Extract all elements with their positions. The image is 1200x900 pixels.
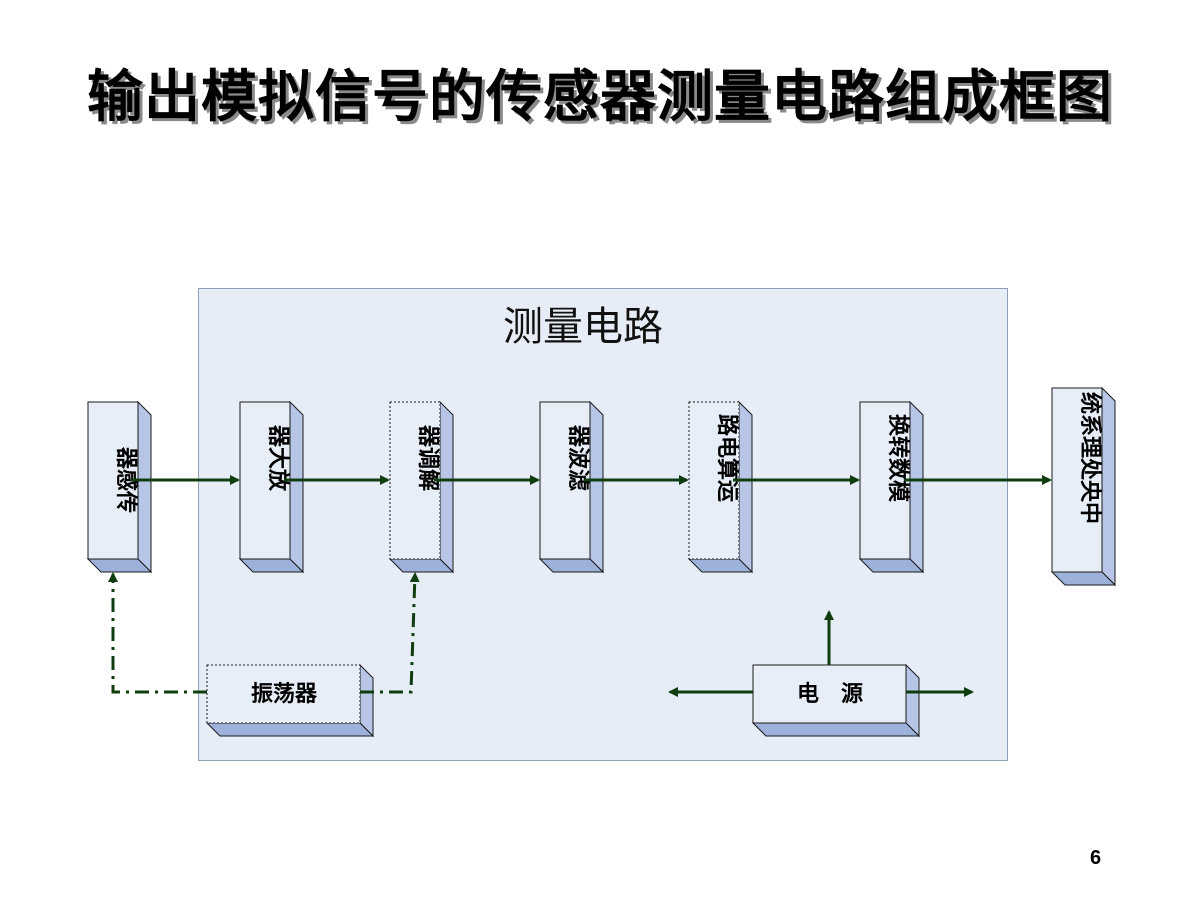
oscillator-label: 振荡器 (251, 681, 318, 707)
slide-title: 输出模拟信号的传感器测量电路组成框图 (87, 65, 1113, 130)
cpu-system-block: 统系理处央中 (1050, 386, 1117, 587)
oscillator-block: 振荡器 (205, 663, 375, 738)
arithmetic-circuit-label: 路电算运 (714, 414, 740, 502)
panel-label: 测量电路 (503, 304, 663, 350)
oscillator-to-sensor-line (108, 572, 207, 694)
cpu-system-label: 统系理处央中 (1077, 392, 1103, 524)
demodulator-block: 器调解 (388, 400, 455, 574)
power-supply-label: 电 源 (797, 682, 863, 707)
adc-block: 换转数模 (858, 400, 925, 574)
arithmetic-circuit-block: 路电算运 (687, 400, 754, 574)
amplifier-label: 器大放 (265, 424, 291, 492)
filter-block: 器波滤 (538, 400, 605, 574)
amplifier-block: 器大放 (238, 400, 305, 574)
sensor-block: 器感传 (86, 400, 153, 574)
page-number: 6 (1090, 847, 1102, 869)
power-supply-block: 电 源 (751, 663, 921, 738)
adc-label: 换转数模 (885, 414, 911, 503)
oscillator-to-demodulator-line (360, 572, 420, 694)
